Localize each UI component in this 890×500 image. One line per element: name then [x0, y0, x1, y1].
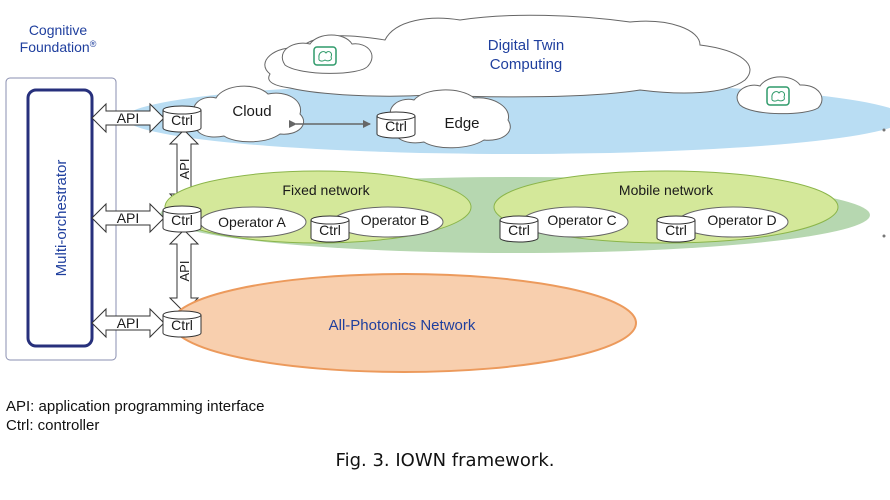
multi-orchestrator-label: Multi-orchestrator [53, 160, 70, 277]
api-arrow-network: API [91, 202, 165, 234]
svg-text:API: API [117, 210, 140, 226]
svg-text:API: API [177, 261, 192, 282]
brain-icon [766, 86, 790, 106]
svg-text:Ctrl: Ctrl [385, 118, 407, 134]
apn-label: All-Photonics Network [329, 317, 476, 334]
edge-shape [389, 89, 511, 149]
legend-ctrl: Ctrl: controller [6, 417, 100, 434]
svg-text:Ctrl: Ctrl [171, 212, 193, 228]
cognitive-foundation-line1: Cognitive [29, 22, 88, 38]
svg-text:API: API [177, 159, 192, 180]
edge-mark [882, 234, 886, 238]
legend: API: application programming interface C… [6, 397, 264, 435]
svg-text:Ctrl: Ctrl [171, 317, 193, 333]
digital-twin-label-line2: Computing [490, 56, 563, 73]
figure-caption: Fig. 3. IOWN framework. [335, 450, 555, 471]
iown-framework-diagram: Digital Twin Computing Cognitive Foundat… [5, 14, 890, 373]
ctrl-cylinder: Ctrl [162, 205, 202, 233]
operator-d-label: Operator D [707, 212, 776, 228]
svg-text:Ctrl: Ctrl [319, 222, 341, 238]
svg-text:API: API [117, 110, 140, 126]
cognitive-foundation-line2: Foundation® [20, 39, 97, 55]
api-arrow-photonics: API [91, 307, 165, 339]
operator-c-label: Operator C [547, 212, 616, 228]
svg-text:API: API [117, 315, 140, 331]
legend-api: API: application programming interface [6, 398, 265, 415]
ctrl-cylinder: Ctrl [162, 310, 202, 338]
edge-mark [882, 128, 886, 132]
svg-text:Ctrl: Ctrl [665, 222, 687, 238]
digital-twin-cloud [264, 14, 751, 98]
edge-label: Edge [444, 115, 479, 132]
svg-text:Ctrl: Ctrl [508, 222, 530, 238]
fixed-network-label: Fixed network [282, 182, 370, 198]
api-arrow-vertical-lower: API [168, 229, 200, 313]
operator-a-label: Operator A [218, 214, 286, 230]
ctrl-cylinder: Ctrl [310, 215, 350, 243]
ctrl-cylinder: Ctrl [499, 215, 539, 243]
operator-b-label: Operator B [361, 212, 429, 228]
ctrl-cylinder: Ctrl [656, 215, 696, 243]
ctrl-cylinder: Ctrl [162, 105, 202, 133]
svg-text:Ctrl: Ctrl [171, 112, 193, 128]
brain-icon [313, 46, 337, 66]
mobile-network-label: Mobile network [619, 182, 714, 198]
digital-twin-label-line1: Digital Twin [488, 37, 564, 54]
api-arrow-cloud: API [91, 102, 165, 134]
cloud-shape [193, 85, 305, 143]
ctrl-cylinder: Ctrl [376, 111, 416, 139]
cloud-label: Cloud [232, 103, 271, 120]
